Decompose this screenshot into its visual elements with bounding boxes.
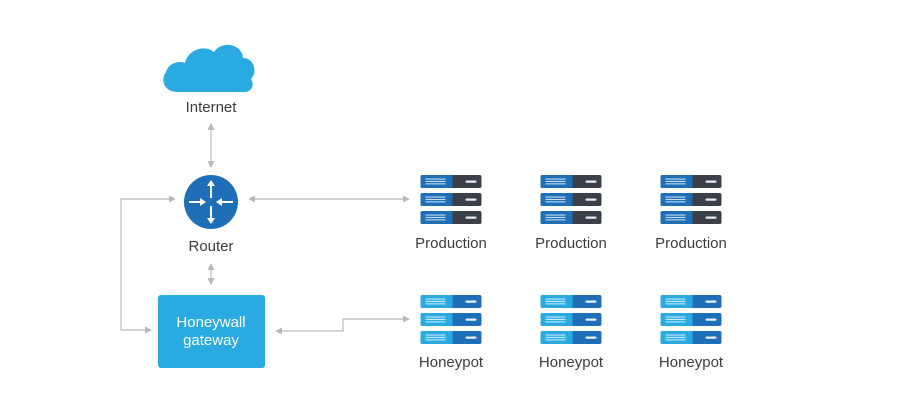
server-icon xyxy=(420,295,482,344)
server-unit xyxy=(540,331,602,344)
server-unit xyxy=(420,331,482,344)
honeypot-label: Honeypot xyxy=(539,354,604,371)
server-unit xyxy=(420,175,482,188)
server-unit xyxy=(660,211,722,224)
internet-label: Internet xyxy=(186,99,238,116)
server-unit xyxy=(660,295,722,308)
server-unit xyxy=(420,295,482,308)
server-unit xyxy=(420,211,482,224)
honeypot-servers: Honeypot Honeypot Honeypot xyxy=(419,295,724,371)
gateway-box xyxy=(158,295,265,368)
gateway-honeypot-connector xyxy=(275,315,410,335)
honeypot-label: Honeypot xyxy=(659,354,724,371)
server-icon xyxy=(660,295,722,344)
server-icon xyxy=(420,175,482,224)
production-servers: Production Production Production xyxy=(415,175,727,252)
server-icon xyxy=(540,295,602,344)
server-unit xyxy=(540,175,602,188)
cloud-shape xyxy=(163,44,255,93)
server-unit xyxy=(540,211,602,224)
production-label: Production xyxy=(535,235,607,252)
server-icon xyxy=(540,175,602,224)
production-label: Production xyxy=(415,235,487,252)
server-unit xyxy=(540,313,602,326)
server-unit xyxy=(660,331,722,344)
server-unit xyxy=(540,295,602,308)
router-label: Router xyxy=(188,238,233,255)
cloud-icon xyxy=(163,44,255,93)
router-gateway-connector xyxy=(207,263,215,285)
server-unit xyxy=(660,193,722,206)
router-production-connector xyxy=(248,195,410,203)
gateway-label-line2: gateway xyxy=(183,332,239,349)
server-unit xyxy=(660,313,722,326)
router-gateway-loop-connector xyxy=(120,195,176,334)
production-label: Production xyxy=(655,235,727,252)
honeypot-label: Honeypot xyxy=(419,354,484,371)
server-icon xyxy=(660,175,722,224)
server-unit xyxy=(660,175,722,188)
server-unit xyxy=(540,193,602,206)
server-unit xyxy=(420,313,482,326)
internet-router-connector xyxy=(207,123,215,168)
server-unit xyxy=(420,193,482,206)
router-icon xyxy=(184,175,238,229)
gateway-label-line1: Honeywall xyxy=(176,314,245,331)
